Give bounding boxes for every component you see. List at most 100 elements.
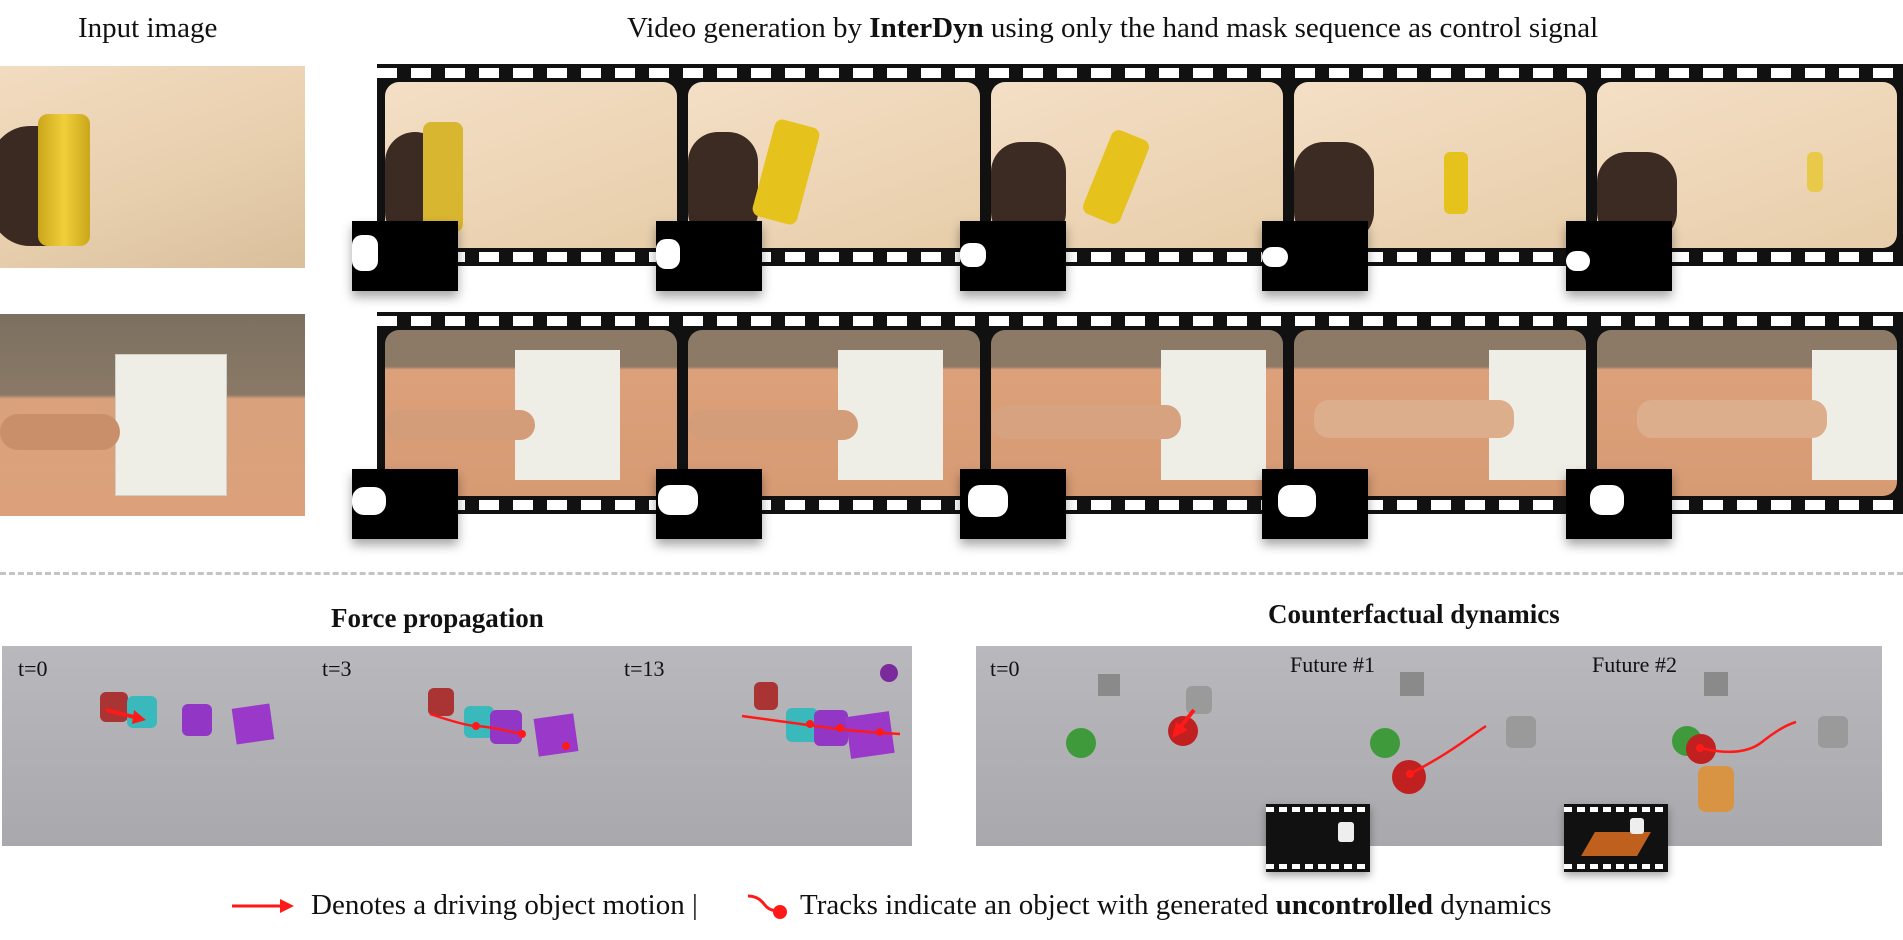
video-title-post: using only the hand mask sequence as con… xyxy=(983,12,1599,44)
control-mask-shape xyxy=(1630,818,1644,834)
gift-box xyxy=(515,350,620,480)
hand-mask-shape xyxy=(352,235,378,271)
video-generation-title: Video generation by InterDyn using only … xyxy=(627,12,1598,45)
hand-mask-thumbnail xyxy=(1262,469,1368,539)
driving-arrow-icon xyxy=(232,899,294,913)
red-cylinder xyxy=(754,682,778,710)
video-frame xyxy=(385,82,677,248)
input-image-label: Input image xyxy=(78,12,218,44)
yellow-bottle xyxy=(1444,152,1468,214)
control-film-thumbnail xyxy=(1564,804,1668,872)
hand-with-pen xyxy=(1314,400,1514,438)
film-perforation-bottom xyxy=(1266,864,1370,869)
hand-mask-shape xyxy=(960,243,986,267)
video-frame xyxy=(385,330,677,496)
hand-mask-thumbnail xyxy=(1566,469,1672,539)
force-propagation-title: Force propagation xyxy=(331,603,544,633)
yellow-bottle xyxy=(423,122,463,232)
frame-time-label: t=13 xyxy=(624,656,665,681)
gift-box xyxy=(838,350,943,480)
frame-time-label: t=0 xyxy=(990,656,1020,681)
driving-arrow-icon xyxy=(1172,708,1196,738)
legend-track-post: dynamics xyxy=(1433,889,1552,921)
control-film-thumbnail xyxy=(1266,804,1370,872)
yellow-bottle xyxy=(750,117,822,227)
hand-mask-thumbnail xyxy=(960,221,1066,291)
video-frame xyxy=(688,330,980,496)
purple-cube xyxy=(231,703,275,745)
video-frame xyxy=(991,330,1283,496)
force-frame-t3: t=3 xyxy=(306,646,610,846)
gray-cube xyxy=(1098,674,1120,696)
legend-track-pre: Tracks indicate an object with generated xyxy=(800,889,1276,921)
film-perforation-bottom xyxy=(377,500,1903,510)
purple-cylinder xyxy=(490,710,522,744)
yellow-bottle xyxy=(38,114,90,246)
hand-mask-shape xyxy=(1262,247,1288,267)
hand-mask-shape xyxy=(968,485,1008,517)
gray-cube xyxy=(1400,672,1424,696)
video-frame xyxy=(1294,330,1586,496)
force-frame-t0: t=0 xyxy=(2,646,306,846)
film-perforation-top xyxy=(377,68,1903,78)
red-cylinder xyxy=(100,692,128,722)
section-divider xyxy=(0,572,1903,575)
driving-arrow-icon xyxy=(105,708,146,724)
orange-cylinder xyxy=(1698,766,1734,812)
hand-mask-thumbnail xyxy=(656,221,762,291)
video-title-pre: Video generation by xyxy=(627,12,870,44)
hand-mask-thumbnail xyxy=(1262,221,1368,291)
hand-mask-shape xyxy=(658,485,698,515)
uncontrolled-track-icon xyxy=(1696,720,1797,754)
legend-track-bold: uncontrolled xyxy=(1275,889,1434,921)
green-sphere xyxy=(1370,728,1400,758)
video-frame xyxy=(688,82,980,248)
film-perforation-bottom xyxy=(377,252,1903,262)
film-perforation-top xyxy=(377,316,1903,326)
hand-with-pen xyxy=(385,410,535,440)
yellow-bottle xyxy=(1080,127,1152,227)
hand-mask-thumbnail xyxy=(1566,221,1672,291)
uncontrolled-track-icon xyxy=(1406,724,1487,778)
legend-track-text: Tracks indicate an object with generated… xyxy=(800,889,1551,922)
uncontrolled-track-icon xyxy=(741,714,901,736)
hand-with-pen xyxy=(1637,400,1827,438)
hand-with-pen xyxy=(688,410,858,440)
force-frame-t13: t=13 xyxy=(610,646,912,846)
control-mask-shape xyxy=(1338,822,1354,842)
film-perforation-top xyxy=(1266,807,1370,812)
frame-time-label: Future #2 xyxy=(1592,652,1677,677)
hand-mask-thumbnail xyxy=(960,469,1066,539)
control-mask-shape xyxy=(1581,832,1651,856)
counterfactual-frame-t0: t=0 xyxy=(976,646,1280,846)
film-perforation-top xyxy=(1564,807,1668,812)
hand-mask-shape xyxy=(352,487,386,515)
film-strip-2 xyxy=(377,312,1903,514)
film-perforation-bottom xyxy=(1564,864,1668,869)
track-icon xyxy=(747,894,787,919)
hand-mask-thumbnail xyxy=(352,469,458,539)
hand-mask-shape xyxy=(656,239,680,269)
hand-mask-shape xyxy=(1278,485,1316,517)
frame-time-label: Future #1 xyxy=(1290,652,1375,677)
gray-cylinder xyxy=(1506,716,1536,748)
gray-cylinder xyxy=(1186,686,1212,714)
cyan-cylinder xyxy=(127,696,157,728)
red-cylinder xyxy=(428,688,454,716)
uncontrolled-track-icon xyxy=(429,712,570,750)
frame-time-label: t=0 xyxy=(18,656,48,681)
hand-with-pen xyxy=(991,405,1181,439)
purple-sphere xyxy=(880,664,898,682)
legend-arrow-text: Denotes a driving object motion | xyxy=(311,889,698,921)
cyan-cylinder xyxy=(464,706,494,738)
hand-mask-shape xyxy=(1566,251,1590,271)
gift-box xyxy=(115,354,227,496)
gray-cylinder xyxy=(1818,716,1848,748)
input-image-row-2 xyxy=(0,314,305,516)
input-image-row-1 xyxy=(0,66,305,268)
purple-cylinder xyxy=(182,704,212,736)
hand-mask-thumbnail xyxy=(352,221,458,291)
hand-with-pen xyxy=(0,414,120,450)
gray-cube xyxy=(1704,672,1728,696)
video-frame xyxy=(1597,330,1897,496)
